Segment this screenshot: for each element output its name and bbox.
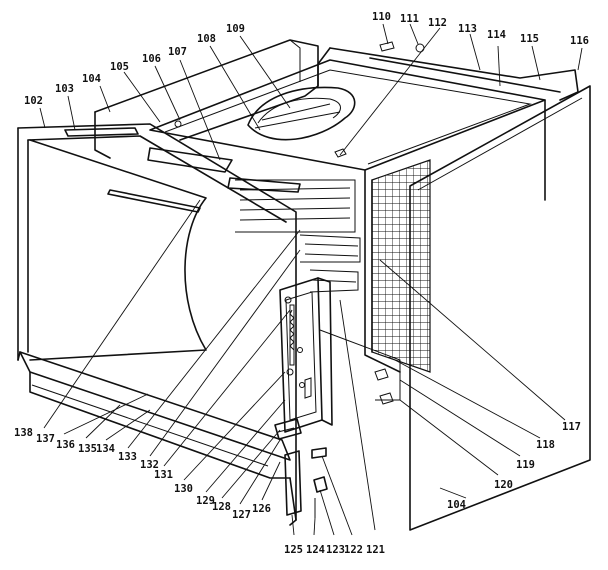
label-112: 112 — [428, 17, 447, 29]
label-109: 109 — [226, 23, 245, 35]
leader-lines — [39, 23, 583, 536]
label-119: 119 — [516, 459, 535, 471]
side-panel — [409, 85, 591, 531]
label-123: 123 — [326, 544, 345, 556]
label-128: 128 — [212, 501, 231, 513]
label-120: 120 — [494, 479, 513, 491]
label-110: 110 — [372, 11, 391, 23]
label-135: 135 — [78, 443, 97, 455]
label-106: 106 — [142, 53, 161, 65]
insulation — [371, 159, 431, 373]
label-133: 133 — [118, 451, 137, 463]
label-103: 103 — [55, 83, 74, 95]
label-115: 115 — [520, 33, 539, 45]
label-134: 134 — [96, 443, 115, 455]
oven-liner — [149, 41, 546, 373]
label-111: 111 — [400, 13, 419, 25]
label-117: 117 — [562, 421, 581, 433]
label-132: 132 — [140, 459, 159, 471]
label-136: 136 — [56, 439, 75, 451]
front-frame — [17, 123, 301, 526]
label-118: 118 — [536, 439, 555, 451]
label-127: 127 — [232, 509, 251, 521]
label-126: 126 — [252, 503, 271, 515]
label-113: 113 — [458, 23, 477, 35]
label-107: 107 — [168, 46, 187, 58]
label-102: 102 — [24, 95, 43, 107]
label-104-bottom: 104 — [447, 499, 466, 511]
label-131: 131 — [154, 469, 173, 481]
label-116: 116 — [570, 35, 589, 47]
label-121: 121 — [366, 544, 385, 556]
label-122: 122 — [344, 544, 363, 556]
control-bracket — [274, 277, 333, 518]
label-130: 130 — [174, 483, 193, 495]
label-124: 124 — [306, 544, 325, 556]
label-105: 105 — [110, 61, 129, 73]
label-125: 125 — [284, 544, 303, 556]
label-108: 108 — [197, 33, 216, 45]
label-104-top: 104 — [82, 73, 101, 85]
label-114: 114 — [487, 29, 506, 41]
label-138: 138 — [14, 427, 33, 439]
callout-labels: 102 103 104 105 106 107 108 109 110 111 … — [14, 11, 589, 556]
oven-racks — [235, 179, 361, 293]
label-137: 137 — [36, 433, 55, 445]
label-129: 129 — [196, 495, 215, 507]
